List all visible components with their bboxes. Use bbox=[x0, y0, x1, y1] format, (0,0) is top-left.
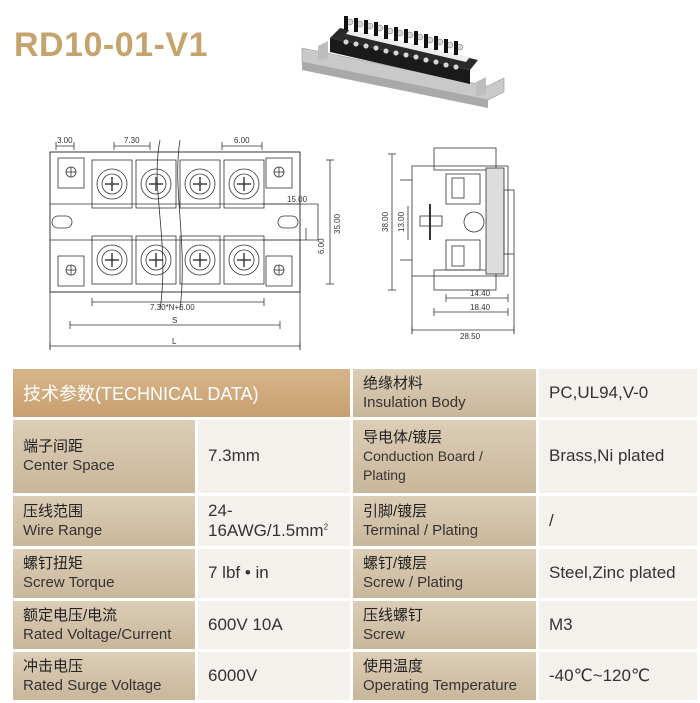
side-dim-2850: 28.50 bbox=[460, 332, 481, 341]
dim-formula: 7.30*N+6.00 bbox=[150, 303, 195, 312]
dim-15: 15.00 bbox=[287, 195, 308, 204]
side-view bbox=[388, 147, 515, 334]
dim-35: 35.00 bbox=[333, 213, 342, 234]
label-en: Screw / Plating bbox=[363, 574, 464, 592]
spec-value: Steel,Zinc plated bbox=[539, 549, 697, 598]
technical-data-table: 技术参数(TECHNICAL DATA) 绝缘材料 Insulation Bod… bbox=[10, 366, 700, 703]
spec-value: 24-16AWG/1.5mm2 bbox=[198, 495, 350, 547]
side-dim-1840: 18.40 bbox=[470, 303, 491, 312]
spec-label: 引脚/镀层 Terminal / Plating bbox=[353, 495, 536, 547]
side-dim-1440: 14.40 bbox=[470, 289, 491, 298]
spec-label: 绝缘材料 Insulation Body bbox=[353, 369, 536, 418]
spec-label: 螺钉/镀层 Screw / Plating bbox=[353, 549, 536, 598]
value-text: 24-16AWG/1.5mm bbox=[208, 500, 324, 540]
table-row: 螺钉扭矩 Screw Torque 7 lbf • in 螺钉/镀层 Screw… bbox=[13, 549, 697, 598]
label-cn: 端子间距 bbox=[23, 438, 84, 456]
label-en: Rated Surge Voltage bbox=[23, 676, 162, 694]
side-dim-38: 38.00 bbox=[381, 211, 390, 232]
label-cn: 压线螺钉 bbox=[363, 606, 424, 624]
spec-value: PC,UL94,V-0 bbox=[539, 369, 697, 418]
label-en: Operating Temperature bbox=[363, 676, 517, 694]
side-dim-13: 13.00 bbox=[397, 211, 406, 232]
spec-label: 压线范围 Wire Range bbox=[13, 495, 195, 547]
label-en: Rated Voltage/Current bbox=[23, 625, 172, 643]
header-en: (TECHNICAL DATA) bbox=[95, 384, 259, 405]
dim-pitch: 7.30 bbox=[124, 136, 140, 145]
label-cn: 导电体/镀层 bbox=[363, 428, 443, 446]
label-en: Wire Range bbox=[23, 521, 103, 539]
label-cn: 压线范围 bbox=[23, 502, 84, 520]
technical-drawing: 3.00 7.30 6.00 15.00 6.00 35.00 7.30*N+6… bbox=[49, 136, 515, 350]
label-cn: 冲击电压 bbox=[23, 657, 84, 675]
spec-value: M3 bbox=[539, 600, 697, 649]
table-header: 技术参数(TECHNICAL DATA) bbox=[13, 369, 350, 418]
dim-s: S bbox=[172, 316, 177, 325]
spec-label: 冲击电压 Rated Surge Voltage bbox=[13, 651, 195, 700]
spec-value: 7.3mm bbox=[198, 420, 350, 493]
label-en: Screw Torque bbox=[23, 574, 115, 592]
label-cn: 绝缘材料 bbox=[363, 375, 424, 393]
dim-6: 6.00 bbox=[317, 238, 326, 254]
dim-l: L bbox=[172, 337, 177, 346]
spec-label: 螺钉扭矩 Screw Torque bbox=[13, 549, 195, 598]
label-cn: 引脚/镀层 bbox=[363, 502, 428, 520]
spec-value: / bbox=[539, 495, 697, 547]
spec-value: 6000V bbox=[198, 651, 350, 700]
label-en: Terminal / Plating bbox=[363, 521, 479, 539]
front-view bbox=[49, 139, 334, 350]
product-photo bbox=[301, 16, 505, 108]
label-cn: 螺钉/镀层 bbox=[363, 555, 428, 573]
spec-label: 导电体/镀层 Conduction Board / Plating bbox=[353, 420, 536, 493]
label-en: Screw bbox=[363, 625, 405, 643]
table-row: 端子间距 Center Space 7.3mm 导电体/镀层 Conductio… bbox=[13, 420, 697, 493]
label-en: Center Space bbox=[23, 457, 115, 475]
product-title: RD10-01-V1 bbox=[14, 26, 208, 64]
dim-right: 6.00 bbox=[234, 136, 250, 145]
table-row: 冲击电压 Rated Surge Voltage 6000V 使用温度 Oper… bbox=[13, 651, 697, 700]
spec-label: 端子间距 Center Space bbox=[13, 420, 195, 493]
label-cn: 螺钉扭矩 bbox=[23, 555, 84, 573]
label-cn: 额定电压/电流 bbox=[23, 606, 118, 624]
table-row: 压线范围 Wire Range 24-16AWG/1.5mm2 引脚/镀层 Te… bbox=[13, 495, 697, 547]
table-row: 额定电压/电流 Rated Voltage/Current 600V 10A 压… bbox=[13, 600, 697, 649]
spec-label: 额定电压/电流 Rated Voltage/Current bbox=[13, 600, 195, 649]
label-cn: 使用温度 bbox=[363, 657, 424, 675]
spec-value: 7 lbf • in bbox=[198, 549, 350, 598]
value-sup: 2 bbox=[323, 522, 329, 532]
label-en: Conduction Board / Plating bbox=[363, 447, 483, 483]
spec-label: 使用温度 Operating Temperature bbox=[353, 651, 536, 700]
header-cn: 技术参数 bbox=[23, 384, 95, 405]
spec-label: 压线螺钉 Screw bbox=[353, 600, 536, 649]
label-en: Insulation Body bbox=[363, 394, 466, 412]
spec-value: 600V 10A bbox=[198, 600, 350, 649]
dim-left: 3.00 bbox=[57, 136, 73, 145]
spec-value: -40℃~120℃ bbox=[539, 651, 697, 700]
spec-value: Brass,Ni plated bbox=[539, 420, 697, 493]
table-row: 技术参数(TECHNICAL DATA) 绝缘材料 Insulation Bod… bbox=[13, 369, 697, 418]
